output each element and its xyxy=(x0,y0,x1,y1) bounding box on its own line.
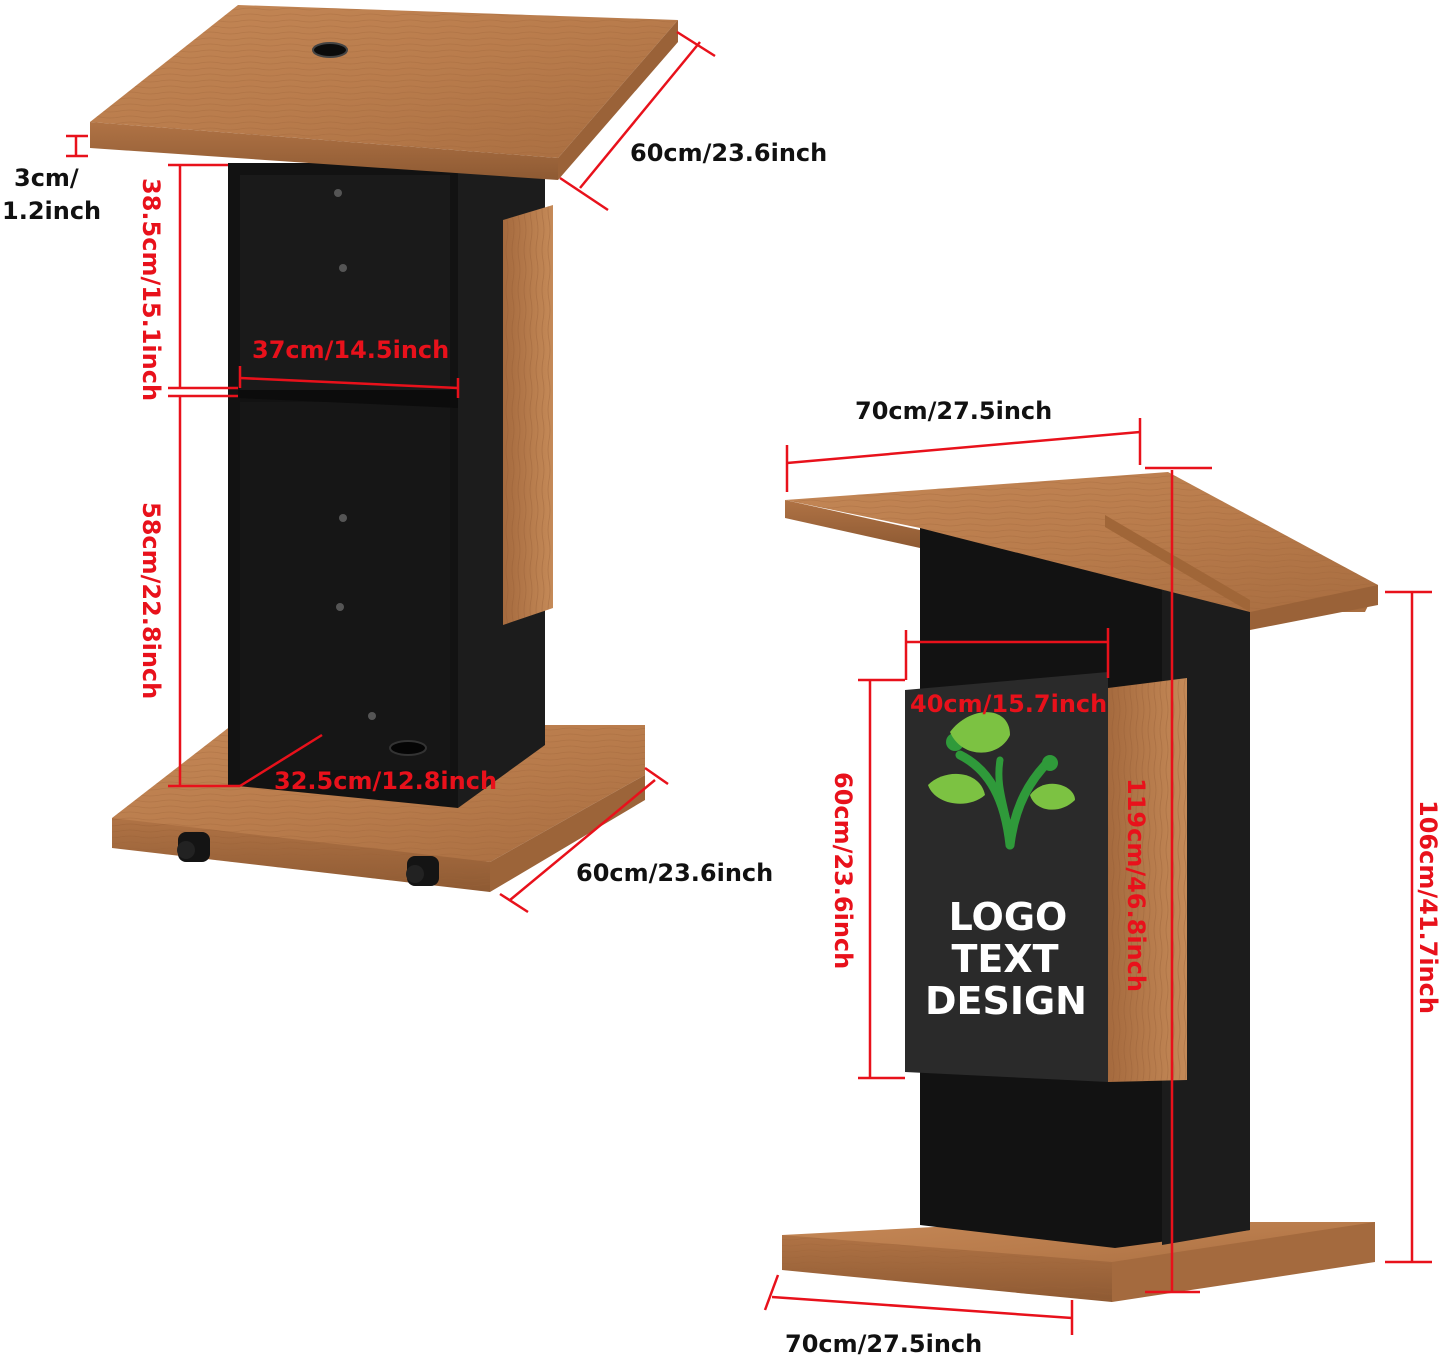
label-front-height: 106cm/41.7inch xyxy=(1414,800,1442,1014)
label-top-thickness-line2: 1.2inch xyxy=(2,197,101,225)
label-panel-width: 40cm/15.7inch xyxy=(910,690,1107,718)
caster-wheel xyxy=(177,832,210,862)
logo-text-line1: LOGO xyxy=(949,895,1068,939)
label-overall-height: 119cm/46.8inch xyxy=(1122,778,1150,992)
right-top xyxy=(785,472,1378,630)
right-base xyxy=(782,1222,1375,1302)
left-side-panel xyxy=(503,205,553,625)
caster-wheel xyxy=(406,856,439,886)
logo-panel: LOGO TEXT DESIGN xyxy=(905,672,1108,1082)
left-body xyxy=(228,163,545,808)
label-inner-width: 37cm/14.5inch xyxy=(252,336,449,364)
left-top xyxy=(90,5,678,180)
right-dimension-lines xyxy=(763,418,1432,1335)
logo-text-line3: DESIGN xyxy=(925,979,1087,1023)
label-top-width: 70cm/27.5inch xyxy=(855,397,1052,425)
label-top-thickness-line1: 3cm/ xyxy=(14,164,79,192)
label-top-depth: 60cm/23.6inch xyxy=(630,139,827,167)
left-lectern xyxy=(90,5,678,892)
label-base-width: 70cm/27.5inch xyxy=(785,1330,982,1358)
label-inner-depth: 32.5cm/12.8inch xyxy=(274,767,497,795)
tree-logo-icon xyxy=(928,712,1075,850)
label-base-depth: 60cm/23.6inch xyxy=(576,859,773,887)
dimension-labels: 60cm/23.6inch 3cm/ 1.2inch 38.5cm/15.1in… xyxy=(2,139,1442,1358)
logo-text-line2: TEXT xyxy=(951,937,1058,981)
label-upper-shelf-height: 38.5cm/15.1inch xyxy=(137,178,165,401)
right-lectern: LOGO TEXT DESIGN xyxy=(782,472,1378,1302)
label-lower-shelf-height: 58cm/22.8inch xyxy=(137,502,165,699)
label-panel-height: 60cm/23.6inch xyxy=(829,772,857,969)
right-wood-sleeve xyxy=(1108,678,1187,1082)
left-dimension-lines xyxy=(66,30,716,914)
